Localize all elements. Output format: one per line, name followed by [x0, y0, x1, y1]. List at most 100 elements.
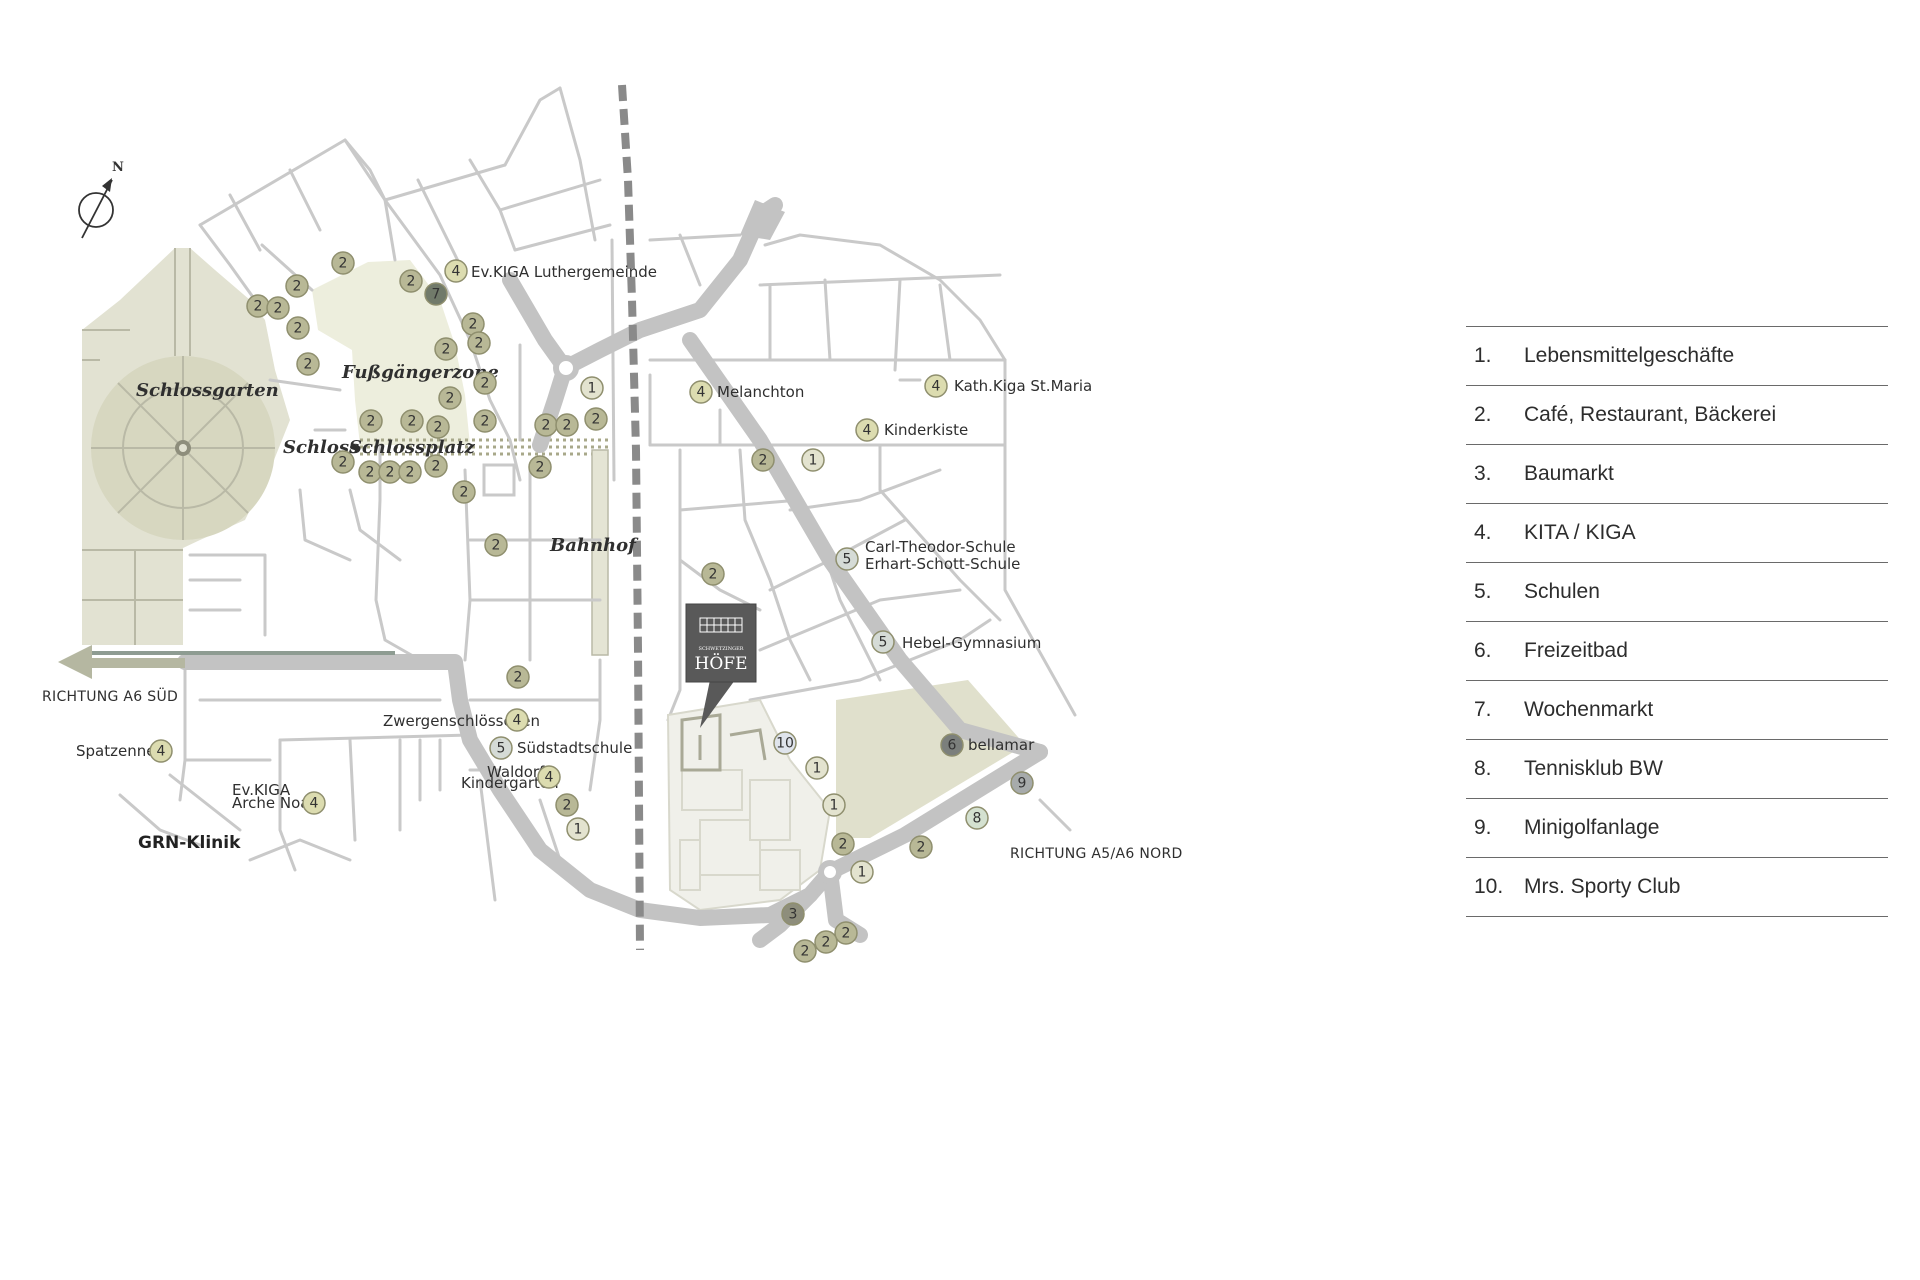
legend-row: 9.Minigolfanlage: [1466, 798, 1888, 857]
marker-circle: [359, 409, 383, 433]
poi-marker-2[interactable]: 2: [358, 460, 382, 484]
poi-marker-2[interactable]: 2: [793, 939, 817, 963]
poi-marker-1[interactable]: 1: [805, 756, 829, 780]
poi-hebel: Hebel-Gymnasium: [902, 634, 1041, 652]
marker-circle: [801, 448, 825, 472]
marker-circle: [909, 835, 933, 859]
poi-marker-1[interactable]: 1: [850, 860, 874, 884]
marker-circle: [924, 374, 948, 398]
poi-marker-7[interactable]: 7: [424, 282, 448, 306]
poi-marker-2[interactable]: 2: [438, 386, 462, 410]
marker-number: 2: [514, 670, 523, 686]
marker-circle: [398, 460, 422, 484]
poi-marker-2[interactable]: 2: [701, 562, 725, 586]
poi-marker-2[interactable]: 2: [534, 413, 558, 437]
poi-marker-4[interactable]: 4: [537, 765, 561, 789]
poi-marker-1[interactable]: 1: [580, 376, 604, 400]
marker-circle: [528, 455, 552, 479]
poi-marker-2[interactable]: 2: [584, 407, 608, 431]
poi-marker-2[interactable]: 2: [285, 274, 309, 298]
streets-west: [188, 86, 616, 662]
poi-marker-10[interactable]: 10: [773, 731, 797, 755]
poi-marker-5[interactable]: 5: [835, 547, 859, 571]
marker-circle: [506, 665, 530, 689]
poi-marker-4[interactable]: 4: [149, 739, 173, 763]
poi-marker-2[interactable]: 2: [296, 352, 320, 376]
logo-line2: HÖFE: [695, 653, 748, 674]
poi-marker-2[interactable]: 2: [473, 409, 497, 433]
marker-circle: [286, 316, 310, 340]
poi-marker-2[interactable]: 2: [266, 296, 290, 320]
poi-marker-4[interactable]: 4: [505, 708, 529, 732]
marker-number: 2: [406, 465, 415, 481]
marker-circle: [266, 296, 290, 320]
poi-marker-2[interactable]: 2: [467, 331, 491, 355]
poi-marker-8[interactable]: 8: [965, 806, 989, 830]
poi-marker-4[interactable]: 4: [924, 374, 948, 398]
poi-marker-2[interactable]: 2: [484, 533, 508, 557]
poi-marker-2[interactable]: 2: [555, 793, 579, 817]
railway: [618, 84, 644, 951]
schwetzinger-hoefe-logo[interactable]: SCHWETZINGER HÖFE: [685, 603, 757, 728]
poi-ev-kiga-luther: Ev.KIGA Luthergemeinde: [471, 263, 657, 281]
north-arrowhead-icon: [102, 178, 112, 192]
poi-marker-2[interactable]: 2: [834, 921, 858, 945]
marker-circle: [940, 733, 964, 757]
label-richtung-sued: RICHTUNG A6 SÜD: [42, 687, 178, 705]
marker-circle: [555, 793, 579, 817]
poi-marker-2[interactable]: 2: [331, 450, 355, 474]
poi-marker-2[interactable]: 2: [831, 832, 855, 856]
legend-row: 2.Café, Restaurant, Bäckerei: [1466, 385, 1888, 444]
poi-marker-2[interactable]: 2: [814, 930, 838, 954]
marker-circle: [566, 817, 590, 841]
poi-marker-6[interactable]: 6: [940, 733, 964, 757]
poi-marker-1[interactable]: 1: [822, 793, 846, 817]
poi-marker-3[interactable]: 3: [781, 902, 805, 926]
poi-marker-4[interactable]: 4: [444, 259, 468, 283]
marker-number: 4: [697, 385, 706, 401]
legend-number: 2.: [1474, 403, 1492, 426]
roundabout-north: [553, 355, 579, 381]
poi-marker-2[interactable]: 2: [555, 413, 579, 437]
poi-marker-2[interactable]: 2: [424, 454, 448, 478]
poi-marker-2[interactable]: 2: [528, 455, 552, 479]
marker-circle: [424, 282, 448, 306]
marker-circle: [473, 409, 497, 433]
label-schlossgarten: Schlossgarten: [136, 380, 279, 401]
poi-marker-2[interactable]: 2: [434, 337, 458, 361]
marker-circle: [814, 930, 838, 954]
poi-marker-2[interactable]: 2: [400, 409, 424, 433]
poi-bellamar: bellamar: [968, 736, 1035, 754]
marker-number: 4: [863, 423, 872, 439]
poi-marker-2[interactable]: 2: [398, 460, 422, 484]
poi-marker-5[interactable]: 5: [489, 736, 513, 760]
poi-marker-2[interactable]: 2: [909, 835, 933, 859]
poi-marker-4[interactable]: 4: [302, 791, 326, 815]
poi-marker-2[interactable]: 2: [359, 409, 383, 433]
poi-marker-2[interactable]: 2: [331, 251, 355, 275]
poi-marker-4[interactable]: 4: [689, 380, 713, 404]
poi-marker-2[interactable]: 2: [426, 415, 450, 439]
poi-marker-4[interactable]: 4: [855, 418, 879, 442]
poi-marker-2[interactable]: 2: [378, 460, 402, 484]
poi-marker-2[interactable]: 2: [452, 480, 476, 504]
logo-line1: SCHWETZINGER: [699, 646, 744, 652]
poi-marker-1[interactable]: 1: [566, 817, 590, 841]
poi-marker-2[interactable]: 2: [506, 665, 530, 689]
marker-number: 1: [574, 822, 583, 838]
poi-marker-2[interactable]: 2: [286, 316, 310, 340]
poi-marker-2[interactable]: 2: [246, 294, 270, 318]
poi-marker-5[interactable]: 5: [871, 630, 895, 654]
poi-marker-1[interactable]: 1: [801, 448, 825, 472]
marker-number: 2: [917, 840, 926, 856]
marker-number: 2: [339, 455, 348, 471]
legend-number: 6.: [1474, 639, 1492, 662]
poi-marker-2[interactable]: 2: [473, 371, 497, 395]
poi-marker-9[interactable]: 9: [1010, 771, 1034, 795]
poi-marker-2[interactable]: 2: [751, 448, 775, 472]
legend-label: Minigolfanlage: [1524, 816, 1660, 839]
poi-marker-2[interactable]: 2: [399, 269, 423, 293]
north-label: N: [112, 160, 124, 175]
